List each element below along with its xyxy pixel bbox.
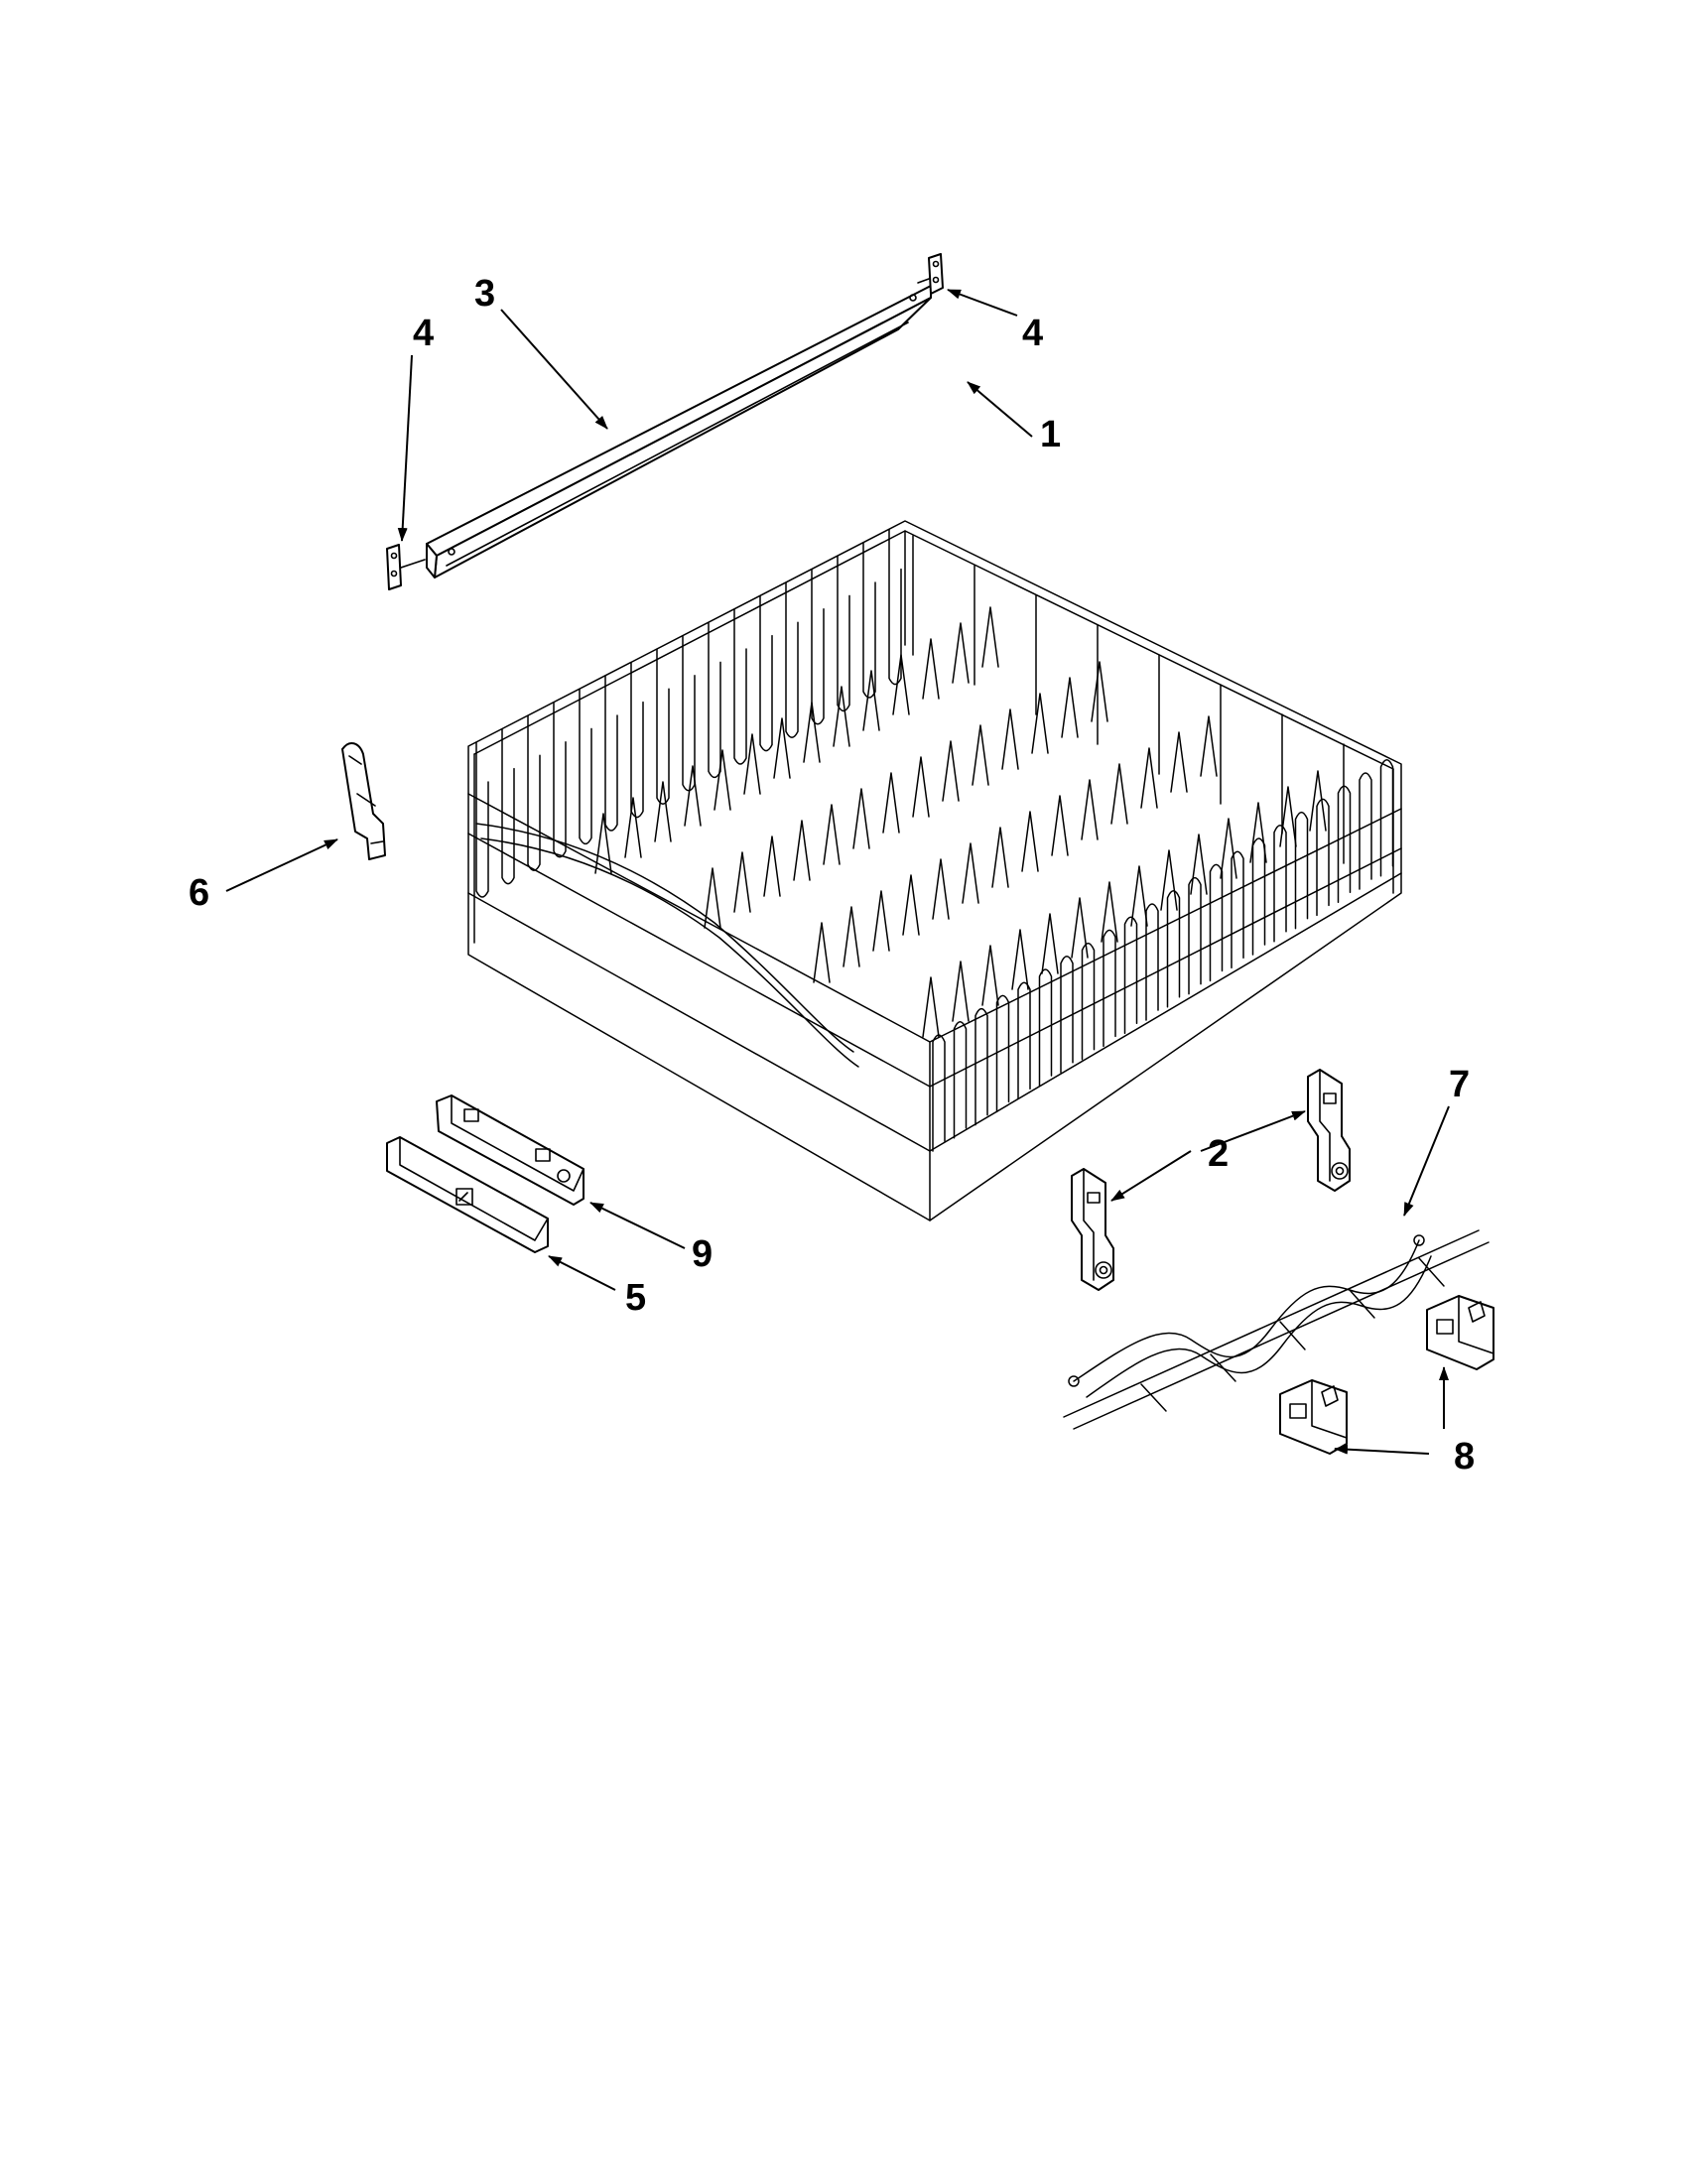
leader-8b: [1334, 1444, 1430, 1455]
adjuster-part-lower: [1071, 1168, 1114, 1291]
callout-4-left: 4: [413, 313, 434, 354]
leader-2b: [1110, 1150, 1192, 1202]
leader-6: [225, 838, 338, 892]
callout-4-right: 4: [1022, 313, 1043, 354]
callout-3: 3: [474, 273, 495, 315]
rail-end-cap-left: [386, 544, 426, 590]
leader-3: [500, 309, 608, 430]
callout-2: 2: [1208, 1133, 1229, 1175]
callout-1: 1: [1040, 414, 1061, 455]
leader-4b: [947, 289, 1018, 317]
leader-4a: [397, 354, 413, 542]
callout-7: 7: [1449, 1064, 1470, 1105]
flip-tine-part: [1063, 1229, 1490, 1430]
upper-dishrack: [467, 520, 1402, 1221]
adjuster-part-upper: [1307, 1069, 1351, 1192]
callout-9: 9: [692, 1233, 713, 1275]
callout-8: 8: [1454, 1436, 1475, 1477]
leader-2a: [1200, 1110, 1306, 1152]
tine-clip-part-upper: [1426, 1295, 1494, 1370]
leader-lines: [225, 289, 1450, 1455]
clip-part: [341, 742, 386, 860]
callout-5: 5: [625, 1277, 646, 1319]
leader-7: [1403, 1105, 1450, 1217]
tine-clip-part-lower: [1279, 1379, 1348, 1455]
leader-9: [589, 1202, 686, 1249]
callouts: 1 2 3 4 4 5 6 7 8 9: [189, 273, 1475, 1477]
handle-bracket-part: [436, 1094, 584, 1206]
callout-6: 6: [189, 872, 209, 914]
leader-1: [967, 381, 1033, 438]
rail-end-cap-right: [917, 253, 944, 295]
rail-part: [426, 285, 932, 578]
leader-5: [548, 1255, 616, 1291]
handle-cover-part: [386, 1136, 549, 1253]
